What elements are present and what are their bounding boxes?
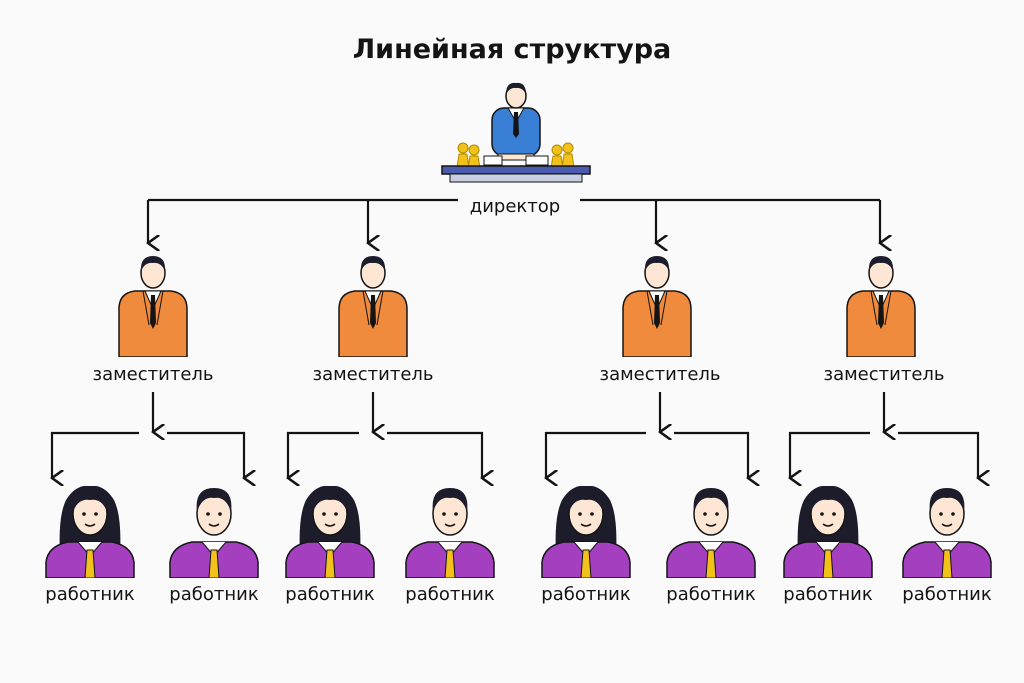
deputy-1-left-arrow [52, 431, 139, 478]
worker-figure-1 [45, 486, 135, 578]
worker-label-2: работник [169, 584, 259, 605]
desk-icon [441, 153, 591, 183]
deputy-3-left-arrow [546, 431, 646, 478]
worker-label-3: работник [285, 584, 375, 605]
deputy-label-4: заместитель [823, 364, 945, 385]
deputy-label-2: заместитель [312, 364, 434, 385]
deputy-3-right-arrow [674, 431, 748, 478]
deputy-2-left-arrow [288, 431, 359, 478]
worker-figure-5 [541, 486, 631, 578]
chart-title: Линейная структура [352, 34, 672, 65]
worker-figure-3 [285, 486, 375, 578]
deputy-figure-4 [846, 256, 916, 357]
worker-label-8: работник [902, 584, 992, 605]
deputy-figure-2 [338, 256, 408, 357]
worker-label-4: работник [405, 584, 495, 605]
worker-figure-7 [783, 486, 873, 578]
worker-label-6: работник [666, 584, 756, 605]
deputy-label-1: заместитель [92, 364, 214, 385]
deputy-figure-3 [622, 256, 692, 357]
worker-label-1: работник [45, 584, 135, 605]
director-person [491, 82, 541, 157]
deputy-1-right-arrow [167, 431, 244, 478]
worker-label-5: работник [541, 584, 631, 605]
deputy-label-3: заместитель [599, 364, 721, 385]
director-figure [441, 82, 591, 183]
worker-figure-8 [902, 488, 992, 578]
worker-figure-6 [666, 488, 756, 578]
pawn-icon [456, 142, 575, 169]
director-label: директор [469, 196, 561, 217]
deputy-2-right-arrow [387, 431, 482, 478]
worker-figure-2 [169, 488, 259, 578]
worker-label-7: работник [783, 584, 873, 605]
deputy-4-left-arrow [790, 431, 870, 478]
deputy-4-right-arrow [898, 431, 978, 478]
worker-figure-4 [405, 488, 495, 578]
deputy-figure-1 [118, 256, 188, 357]
